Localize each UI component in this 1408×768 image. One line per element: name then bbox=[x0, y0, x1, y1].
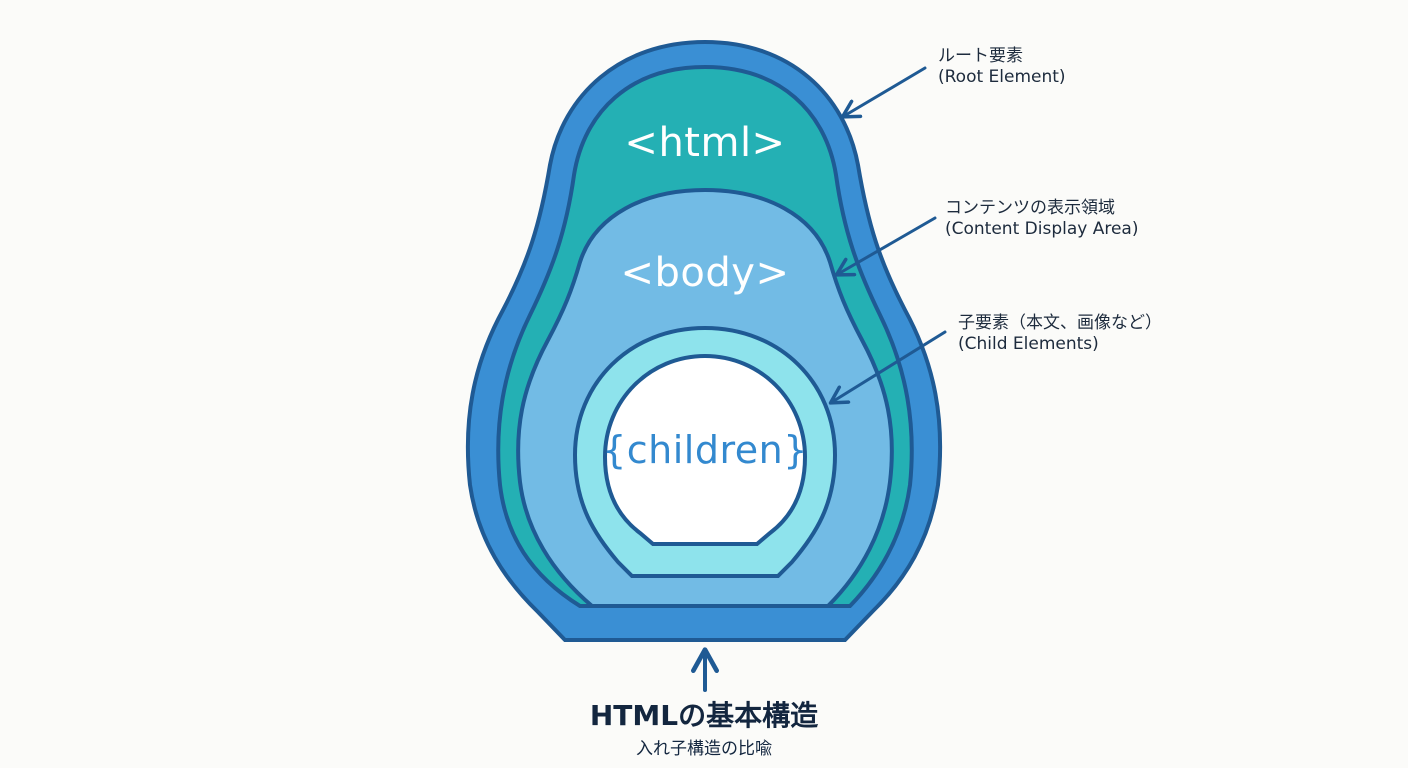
annotation-child-en: (Child Elements) bbox=[958, 334, 1099, 355]
annotation-root-element: ルート要素 (Root Element) bbox=[938, 46, 1066, 89]
annotation-content-jp: コンテンツの表示領域 bbox=[945, 198, 1115, 218]
children-core-shape bbox=[602, 353, 808, 546]
annotation-child-jp: 子要素（本文、画像など） bbox=[958, 313, 1162, 333]
arrow-child bbox=[828, 330, 947, 405]
arrow-root bbox=[840, 66, 927, 119]
html-tag-label: <html> bbox=[624, 120, 786, 166]
annotation-content-en: (Content Display Area) bbox=[945, 219, 1139, 240]
caption-subtitle: 入れ子構造の比喩 bbox=[636, 739, 772, 759]
arrow-content bbox=[834, 216, 937, 277]
annotation-root-jp: ルート要素 bbox=[938, 46, 1023, 66]
caption-title: HTMLの基本構造 bbox=[589, 699, 819, 732]
annotation-child-elements: 子要素（本文、画像など） (Child Elements) bbox=[958, 313, 1162, 356]
annotation-content-area: コンテンツの表示領域 (Content Display Area) bbox=[945, 198, 1138, 241]
children-tag-label: {children} bbox=[602, 428, 808, 472]
body-tag-label: <body> bbox=[620, 250, 790, 296]
annotation-root-en: (Root Element) bbox=[938, 67, 1066, 88]
